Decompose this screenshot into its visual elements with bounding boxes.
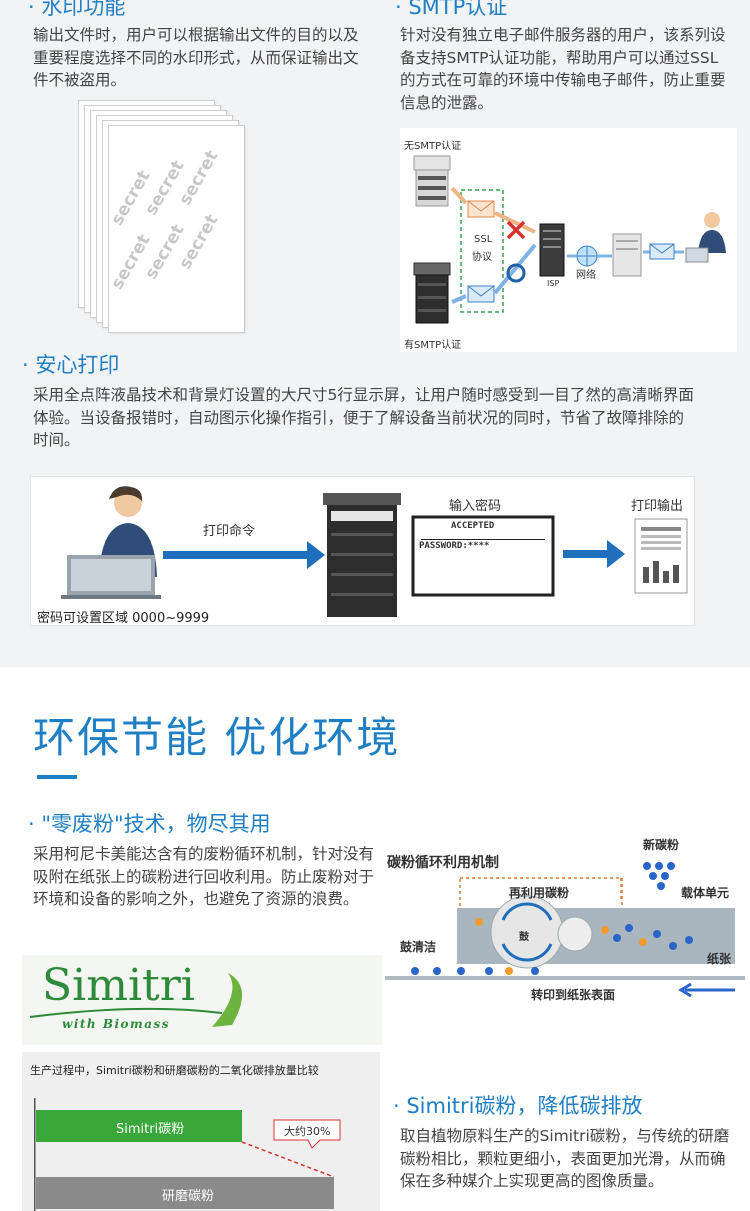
print-command-label: 打印命令 — [203, 524, 256, 539]
thirty-percent-annotation: 大约30% — [284, 1125, 331, 1138]
simitri-description: 取自植物原料生产的Simitri碳粉，与传统的研磨碳粉相比，颗粒更细小，表面更加… — [400, 1127, 730, 1190]
simitri-title: · Simitri碳粉，降低碳排放 — [393, 1094, 643, 1118]
secure-print-graphic — [61, 486, 688, 617]
toner-diagram-title: 碳粉循环利用机制 — [387, 855, 499, 871]
zero-waste-title: · "零废粉"技术，物尽其用 — [28, 812, 271, 836]
toner-recycle-graphic — [385, 862, 745, 998]
password-range-label: 密码可设置区域 0000~9999 — [37, 611, 210, 626]
smtp-description: 针对没有独立电子邮件服务器的用户，该系列设备支持SMTP认证功能，帮助用户可以通… — [400, 26, 726, 112]
reused-toner-label: 再利用碳粉 — [509, 886, 570, 900]
smtp-diagram-graphic — [413, 155, 726, 324]
watermark-front-page: secret secret secret secret secret secre… — [108, 125, 245, 333]
simitri-wordmark: Simitri — [42, 960, 195, 1011]
ground-toner-bar — [36, 1177, 334, 1209]
simitri-logo: Simitri with Biomass — [22, 955, 382, 1045]
watermark-title: · 水印功能 — [28, 0, 126, 19]
smtp-title: · SMTP认证 — [395, 0, 508, 19]
smtp-label: 有SMTP认证 — [404, 340, 462, 351]
simitri-bar — [36, 1110, 242, 1142]
enter-password-label: 输入密码 — [449, 499, 502, 514]
features-section: · 水印功能 输出文件时，用户可以根据输出文件的目的以及重要程度选择不同的水印形… — [0, 0, 750, 667]
no-smtp-label: 无SMTP认证 — [404, 141, 462, 152]
secure-print-diagram: 打印命令 输入密码 打印输出 ACCEPTED PASSWORD:**** 密码… — [30, 476, 695, 626]
eco-heading: 环保节能 优化环境 — [33, 713, 401, 762]
co2-chart-title: 生产过程中，Simitri碳粉和研磨碳粉的二氧化碳排放量比较 — [30, 1064, 319, 1077]
print-output-label: 打印输出 — [631, 499, 684, 514]
drum-cleaning-label: 鼓清洁 — [400, 940, 437, 954]
secure-print-description: 采用全点阵液晶技术和背景灯设置的大尺寸5行显示屏，让用户随时感受到一目了然的高清… — [33, 386, 694, 449]
zero-waste-description: 采用柯尼卡美能达含有的废粉循环机制，针对没有吸附在纸张上的碳粉进行回收利用。防止… — [33, 845, 375, 908]
simitri-subtitle: with Biomass — [62, 1017, 171, 1031]
screen-password-text: PASSWORD:**** — [419, 541, 490, 551]
screen-accepted-text: ACCEPTED — [451, 521, 495, 531]
network-label: 网络 — [576, 270, 596, 281]
heading-underline — [37, 775, 77, 779]
co2-comparison-chart: 生产过程中，Simitri碳粉和研磨碳粉的二氧化碳排放量比较 Simitri碳粉… — [22, 1052, 380, 1211]
smtp-diagram: 无SMTP认证 有SMTP认证 — [400, 128, 737, 352]
carrier-unit-label: 载体单元 — [681, 886, 730, 900]
protocol-label: 协议 — [472, 252, 492, 263]
ground-toner-bar-label: 研磨碳粉 — [162, 1189, 215, 1204]
transfer-label: 转印到纸张表面 — [531, 988, 616, 1002]
new-toner-label: 新碳粉 — [643, 838, 680, 852]
ssl-label: SSL — [474, 234, 493, 245]
toner-recycle-diagram: 碳粉循环利用机制 新碳粉 再利用碳粉 载体单元 鼓清洁 鼓 纸张 转印到纸张表面 — [385, 830, 750, 1010]
watermark-pages-illustration: secret secret secret secret secret secre… — [78, 100, 253, 333]
drum-label: 鼓 — [519, 932, 529, 943]
watermark-description: 输出文件时，用户可以根据输出文件的目的以及重要程度选择不同的水印形式，从而保证输… — [33, 26, 359, 89]
paper-label: 纸张 — [707, 952, 732, 966]
secure-print-title: · 安心打印 — [22, 353, 120, 377]
isp-label: ISP — [547, 279, 560, 288]
simitri-bar-label: Simitri碳粉 — [116, 1122, 185, 1137]
